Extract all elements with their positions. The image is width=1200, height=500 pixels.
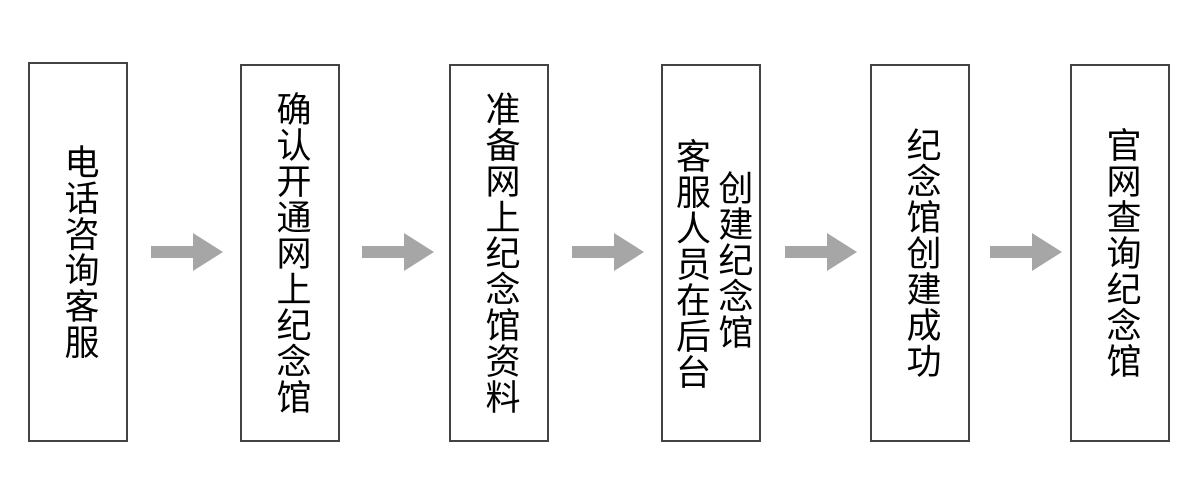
flow-step-3-label: 准备网上纪念馆资料 (479, 91, 520, 415)
arrow-right-icon-3 (572, 233, 644, 271)
flow-step-4[interactable]: 创建纪念馆 客服人员在后台 (661, 64, 761, 442)
flow-step-4-label-line-2: 创建纪念馆 (712, 170, 753, 350)
flow-step-5[interactable]: 纪念馆创建成功 (870, 64, 970, 442)
flow-step-6-label: 官网查询纪念馆 (1100, 127, 1141, 379)
arrow-right-icon-1 (151, 233, 223, 271)
flow-step-5-label: 纪念馆创建成功 (900, 127, 941, 379)
flow-step-2[interactable]: 确认开通网上纪念馆 (240, 64, 340, 442)
arrow-right-icon-4 (785, 233, 857, 271)
flow-step-1[interactable]: 电话咨询客服 (28, 62, 128, 442)
flow-step-2-label: 确认开通网上纪念馆 (270, 91, 311, 415)
arrow-right-icon-5 (990, 233, 1062, 271)
flow-step-1-label: 电话咨询客服 (58, 144, 99, 360)
flow-step-6[interactable]: 官网查询纪念馆 (1070, 64, 1170, 442)
arrow-right-icon-2 (362, 233, 434, 271)
flow-step-3[interactable]: 准备网上纪念馆资料 (449, 64, 549, 442)
flow-step-4-label-line-1: 客服人员在后台 (670, 138, 710, 390)
